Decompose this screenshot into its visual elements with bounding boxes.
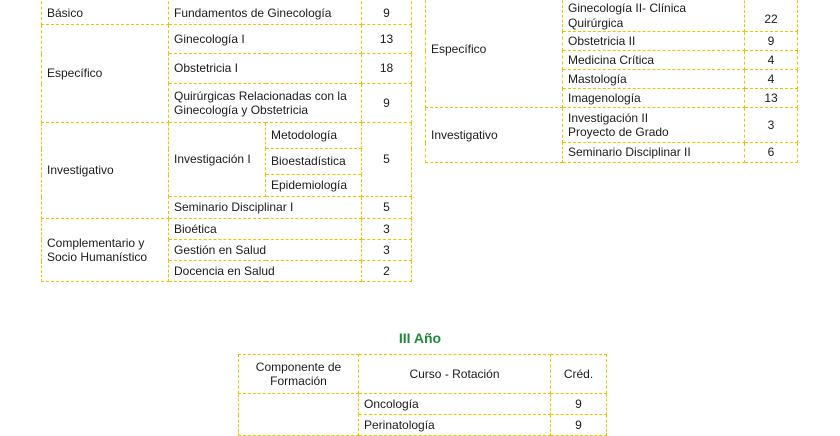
course-cell: Investigación II Proyecto de Grado	[562, 107, 745, 143]
curriculum-table-right: Específico Ginecología II- Clínica Quirú…	[425, 0, 798, 163]
column-header-credits: Créd.	[550, 354, 607, 394]
course-line: Investigación II	[568, 110, 649, 125]
credits-cell: 3	[744, 107, 798, 143]
course-cell: Medicina Crítica	[562, 50, 745, 70]
course-cell: Seminario Disciplinar II	[562, 142, 745, 163]
credits-cell: 9	[361, 83, 412, 123]
course-cell: Bioética	[168, 218, 362, 240]
course-cell: Perinatología	[358, 414, 551, 436]
course-cell: Fundamentos de Ginecología	[168, 0, 362, 25]
course-cell: Docencia en Salud	[168, 260, 362, 282]
credits-cell: 2	[361, 260, 412, 282]
section-title: III Año	[398, 330, 442, 346]
course-cell: Quirúrgicas Relacionadas con la Ginecolo…	[168, 83, 362, 123]
subcourse-cell: Metodología	[265, 122, 362, 149]
credits-cell: 22	[744, 0, 798, 32]
component-cell: Específico	[41, 24, 169, 123]
curriculum-table-left: Básico Fundamentos de Ginecología 9 Espe…	[41, 0, 412, 282]
course-cell: Gestión en Salud	[168, 239, 362, 261]
column-header-component: Componente de Formación	[238, 354, 359, 394]
subcourse-cell: Epidemiología	[265, 174, 362, 197]
course-cell: Ginecología I	[168, 24, 362, 54]
credits-cell: 5	[361, 122, 412, 197]
credits-cell: 5	[361, 196, 412, 219]
component-cell: Investigativo	[425, 107, 563, 163]
course-cell: Ginecología II- Clínica Quirúrgica	[562, 0, 745, 32]
credits-cell: 9	[550, 393, 607, 415]
credits-cell: 9	[550, 414, 607, 436]
credits-cell: 18	[361, 53, 412, 84]
course-line: Proyecto de Grado	[568, 125, 669, 139]
credits-cell: 3	[361, 218, 412, 240]
component-cell: Complementario y Socio Humanístico	[41, 218, 169, 282]
course-cell: Obstetricia I	[168, 53, 362, 84]
credits-cell: 9	[361, 0, 412, 25]
subcourse-cell: Bioestadística	[265, 148, 362, 175]
course-group-cell: Investigación I	[168, 122, 266, 197]
credits-cell: 4	[744, 69, 798, 89]
column-header-course: Curso - Rotación	[358, 354, 551, 394]
credits-cell: 9	[744, 31, 798, 51]
course-cell: Obstetricia II	[562, 31, 745, 51]
component-cell: Investigativo	[41, 122, 169, 219]
component-cell: Básico	[41, 0, 169, 25]
curriculum-table-year3: Componente de Formación Curso - Rotación…	[238, 354, 607, 436]
credits-cell: 3	[361, 239, 412, 261]
credits-cell: 13	[744, 88, 798, 108]
component-cell	[238, 393, 359, 436]
credits-cell: 4	[744, 50, 798, 70]
course-cell: Oncología	[358, 393, 551, 415]
course-cell: Seminario Disciplinar I	[168, 196, 362, 219]
credits-cell: 6	[744, 142, 798, 163]
credits-cell: 13	[361, 24, 412, 54]
course-cell: Imagenología	[562, 88, 745, 108]
component-cell: Específico	[425, 0, 563, 108]
course-cell: Mastología	[562, 69, 745, 89]
